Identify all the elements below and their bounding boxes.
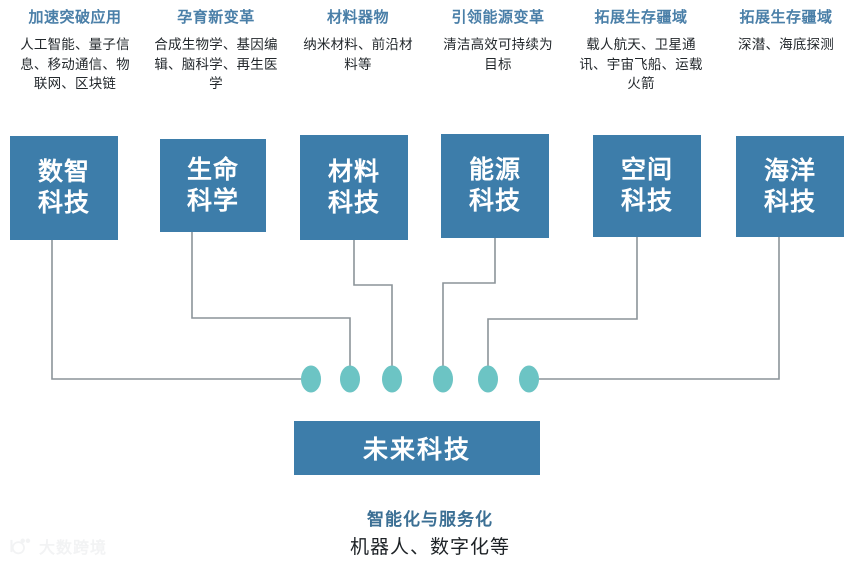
pillar-line-2: 科技 <box>327 188 380 217</box>
header-row: 加速突破应用 人工智能、量子信息、移动通信、物联网、区块链 孕育新变革 合成生物… <box>0 0 860 125</box>
header-title-4: 引领能源变革 <box>451 9 545 26</box>
wire-pillar-5 <box>487 237 638 372</box>
pillar-line-2: 科技 <box>37 189 90 217</box>
wire-pillar-1 <box>51 240 304 380</box>
hub-node-6[interactable] <box>519 365 539 393</box>
pillar-line-2: 科技 <box>468 187 521 215</box>
watermark-text: 大数跨境 <box>39 540 108 557</box>
header-title-6: 拓展生存疆域 <box>739 9 833 26</box>
header-title-5: 拓展生存疆域 <box>594 9 688 26</box>
pillar-line-2: 科技 <box>620 187 673 215</box>
header-title-1: 加速突破应用 <box>28 9 122 26</box>
hub-node-3[interactable] <box>382 365 402 393</box>
header-desc-4: 清洁高效可持续为目标 <box>443 37 553 72</box>
header-column-3: 材料器物 纳米材料、前沿材料等 <box>285 8 431 74</box>
header-column-6: 拓展生存疆域 深潜、海底探测 <box>712 8 860 55</box>
hub-subtitle: 智能化与服务化 <box>367 510 493 529</box>
header-column-4: 引领能源变革 清洁高效可持续为目标 <box>425 8 571 74</box>
hub-description: 机器人、数字化等 <box>349 537 510 558</box>
header-column-5: 拓展生存疆域 载人航天、卫星通讯、宇宙飞船、运载火箭 <box>568 8 714 94</box>
pillar-line-1: 数智 <box>37 158 90 186</box>
pillar-box-kongjian[interactable]: 空间 科技 <box>593 135 701 237</box>
header-desc-3: 纳米材料、前沿材料等 <box>303 37 413 72</box>
pillar-box-cailiao[interactable]: 材料 科技 <box>300 135 408 240</box>
pillar-box-shengming[interactable]: 生命 科学 <box>160 139 266 232</box>
wire-pillar-4 <box>442 238 496 372</box>
pillar-line-1: 能源 <box>468 156 521 184</box>
header-desc-1: 人工智能、量子信息、移动通信、物联网、区块链 <box>20 37 130 91</box>
pillar-box-haiyang[interactable]: 海洋 科技 <box>736 136 844 237</box>
wire-pillar-6 <box>536 237 780 380</box>
wire-pillar-3 <box>353 240 393 372</box>
pillar-box-nengyuan[interactable]: 能源 科技 <box>441 134 549 238</box>
header-desc-5: 载人航天、卫星通讯、宇宙飞船、运载火箭 <box>579 37 703 91</box>
header-column-1: 加速突破应用 人工智能、量子信息、移动通信、物联网、区块链 <box>0 8 150 94</box>
future-tech-box[interactable]: 未来科技 <box>294 421 540 475</box>
hub-node-2[interactable] <box>340 365 360 393</box>
pillar-line-1: 材料 <box>327 157 380 186</box>
hub-node-1[interactable] <box>301 365 321 393</box>
watermark-logo-icon <box>10 538 31 555</box>
pillar-line-1: 生命 <box>186 155 239 184</box>
hub-node-5[interactable] <box>478 365 498 393</box>
pillar-line-2: 科技 <box>763 187 816 216</box>
pillar-line-2: 科学 <box>186 186 239 215</box>
pillar-line-1: 海洋 <box>763 156 816 185</box>
wire-pillar-2 <box>191 232 351 372</box>
pillar-box-shuzhi[interactable]: 数智 科技 <box>10 136 118 240</box>
header-column-2: 孕育新变革 合成生物学、基因编辑、脑科学、再生医学 <box>143 8 289 94</box>
watermark: 大数跨境 <box>8 534 107 558</box>
header-title-3: 材料器物 <box>326 9 389 26</box>
header-title-2: 孕育新变革 <box>177 9 255 26</box>
header-desc-2: 合成生物学、基因编辑、脑科学、再生医学 <box>154 37 278 91</box>
header-desc-6: 深潜、海底探测 <box>738 37 834 52</box>
future-tech-label: 未来科技 <box>362 436 471 464</box>
pillar-line-1: 空间 <box>620 156 673 184</box>
hub-node-4[interactable] <box>433 365 453 393</box>
